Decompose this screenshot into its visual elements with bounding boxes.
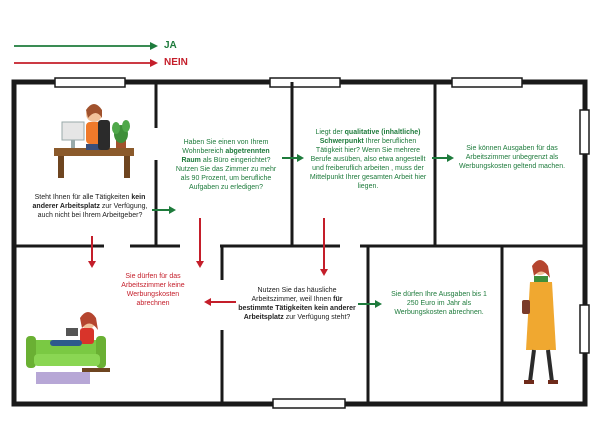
question-no-other-workplace: Steht Ihnen für alle Tätigkeiten kein an… xyxy=(32,194,148,219)
window-right-2 xyxy=(579,304,590,354)
result-unlimited-deduction: Sie können Ausgaben für das Arbeitszimme… xyxy=(458,145,566,170)
legend-yes-label: JA xyxy=(164,40,177,51)
legend-no-label: NEIN xyxy=(164,57,188,68)
question-separate-room: Haben Sie einen von Ihrem Wohnbereich ab… xyxy=(175,139,277,191)
window-top-left xyxy=(54,77,126,88)
window-top-right xyxy=(451,77,523,88)
window-top-mid xyxy=(269,77,341,88)
question-qualitative-focus: Liegt der qualitative (inhaltliche) Schw… xyxy=(309,129,427,190)
window-bottom xyxy=(272,398,346,409)
result-no-deduction: Sie dürfen für das Arbeitszimmer keine W… xyxy=(121,273,185,307)
result-1250-deduction: Sie dürfen Ihre Ausgaben bis 1 250 Euro … xyxy=(391,291,487,316)
window-right-1 xyxy=(579,109,590,155)
question-specific-tasks: Nutzen Sie das häusliche Arbeitszimmer, … xyxy=(238,287,356,321)
